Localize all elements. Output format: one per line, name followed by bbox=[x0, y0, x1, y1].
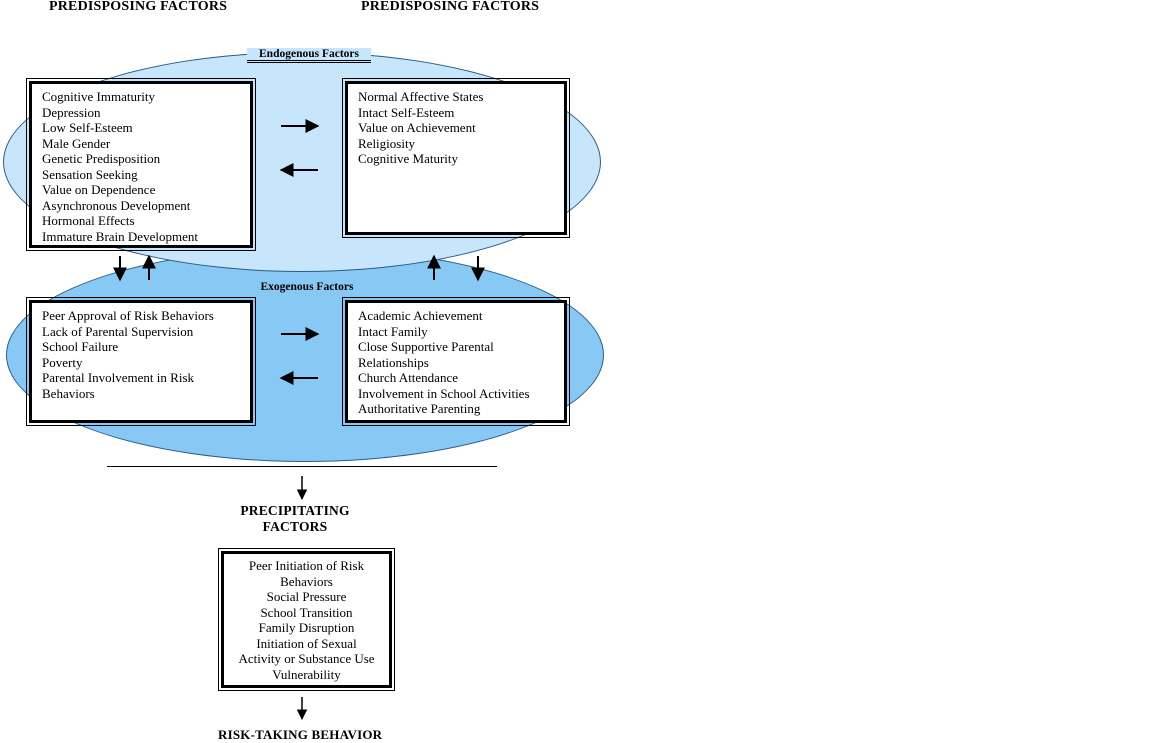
list-item: School Failure bbox=[42, 339, 119, 354]
list-item: Family Disruption bbox=[258, 620, 355, 635]
list-item: Behaviors bbox=[280, 573, 333, 589]
exogenous-risk-box: Peer Approval of Risk Behaviors Lack of … bbox=[26, 297, 256, 426]
list-item: Cognitive Immaturity bbox=[42, 89, 156, 104]
exogenous-label: Exogenous Factors bbox=[238, 281, 376, 293]
divider-line bbox=[107, 466, 497, 467]
list-item: Lack of Parental Supervision bbox=[42, 323, 194, 339]
list-item: Value on Achievement bbox=[358, 120, 476, 135]
list-item: Church Attendance bbox=[358, 370, 458, 385]
endogenous-risk-box: Cognitive Immaturity Depression Low Self… bbox=[26, 78, 256, 251]
exogenous-protective-box: Academic Achievement Intact Family Close… bbox=[342, 297, 570, 426]
list-item: Cognitive Maturity bbox=[358, 151, 459, 166]
list-item: Intact Family bbox=[358, 323, 428, 339]
list-item: Involvement in School Activities bbox=[358, 385, 530, 401]
list-item: Poverty bbox=[42, 354, 83, 370]
endogenous-label: Endogenous Factors bbox=[247, 48, 371, 63]
list-item: Low Self-Esteem bbox=[42, 120, 133, 135]
list-item: Hormonal Effects bbox=[42, 213, 135, 228]
list-item: Normal Affective States bbox=[358, 89, 484, 104]
list-item: Activity or Substance Use bbox=[238, 651, 375, 666]
heading-predisposing-left: PREDISPOSING FACTORS bbox=[49, 0, 228, 14]
list-item: Depression bbox=[42, 104, 101, 120]
heading-predisposing-right: PREDISPOSING FACTORS bbox=[361, 0, 540, 14]
list-item: Asynchronous Development bbox=[42, 197, 191, 213]
list-item: School Transition bbox=[260, 604, 353, 620]
precipitating-box: Peer Initiation of Risk Behaviors Social… bbox=[218, 548, 395, 691]
list-item: Authoritative Parenting bbox=[358, 401, 481, 416]
list-item: Peer Approval of Risk Behaviors bbox=[42, 308, 214, 323]
list-item: Genetic Predisposition bbox=[42, 151, 161, 166]
list-item: Intact Self-Esteem bbox=[358, 104, 455, 120]
list-item: Sensation Seeking bbox=[42, 166, 138, 182]
list-item: Value on Dependence bbox=[42, 182, 156, 197]
list-item: Close Supportive Parental bbox=[358, 339, 494, 354]
list-item: Relationships bbox=[358, 354, 429, 370]
endogenous-protective-box: Normal Affective States Intact Self-Este… bbox=[342, 78, 570, 238]
list-item: Social Pressure bbox=[266, 589, 347, 604]
list-item: Initiation of Sexual bbox=[256, 635, 357, 651]
heading-precipitating: PRECIPITATING FACTORS bbox=[240, 503, 350, 534]
list-item: Peer Initiation of Risk bbox=[248, 558, 365, 573]
list-item: Vulnerability bbox=[272, 666, 341, 682]
list-item: Immature Brain Development bbox=[42, 228, 198, 244]
list-item: Behaviors bbox=[42, 385, 95, 401]
list-item: Parental Involvement in Risk bbox=[42, 370, 195, 385]
list-item: Academic Achievement bbox=[358, 308, 483, 323]
heading-risk-taking-behavior: RISK-TAKING BEHAVIOR bbox=[218, 727, 383, 742]
list-item: Religiosity bbox=[358, 135, 416, 151]
list-item: Male Gender bbox=[42, 135, 111, 151]
